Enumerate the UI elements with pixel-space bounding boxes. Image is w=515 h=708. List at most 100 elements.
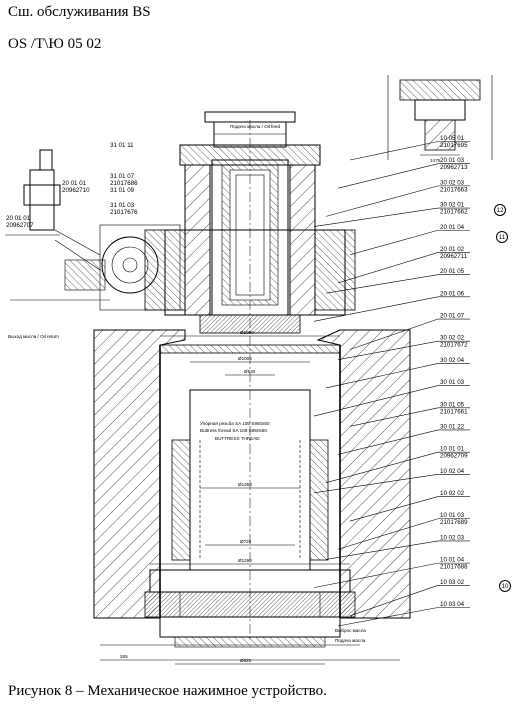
callout-leader-line [337,518,439,550]
callout-code-right: 20 01 06 [440,290,465,297]
callout-code-right: 20 01 07 [440,313,465,320]
balloon-group: 10 11 12 [494,204,511,592]
balloon-number: 11 [499,234,506,241]
callout-leader-line [349,141,439,161]
press-screw [211,120,289,640]
dim-diameter-1: Ø1050 [240,330,254,335]
balloon-circle [496,231,508,243]
figure-caption: Рисунок 8 – Механическое нажимное устрой… [8,683,327,699]
callout-part-number-right: 20962711 [440,253,468,260]
callout-part-number-right: 21017662 [440,209,468,216]
oil-feed-bottom-label: Подача масла [335,638,366,643]
balloon-number: 10 [502,583,509,590]
dim-diameter-6: Ø720 [240,539,252,544]
callout-leader-line [337,340,439,361]
callout-code-right: 10 02 02 [440,490,465,497]
callout-code-right: 30 02 01 [440,202,465,209]
callout-leader-line [325,540,439,560]
callout-code-left: 20 01 01 [62,180,87,187]
callout-leader-line [337,163,439,189]
thread-label-en-caps: BUTTRESS THREAD [215,436,260,441]
callout-code-right: 10 05 01 [440,135,465,142]
callout-code-right: 10 01 04 [440,557,465,564]
callout-part-number-right: 21017695 [440,142,468,149]
callout-leader-line [313,385,439,417]
callout-code-right: 30 01 22 [440,423,465,430]
dim-diameter-7: Ø620 [240,658,252,663]
balloon-circle [494,204,506,216]
callout-leader-line [325,451,439,483]
detail-view-top-right [387,75,493,160]
callout-leader-line [313,474,439,494]
dim-diameter-2: Ø1000 [238,356,252,361]
callout-part-number-right: 21017688 [440,564,468,571]
callout-code-right: 10 01 03 [440,512,465,519]
callout-code-right: 20 01 05 [440,268,465,275]
callout-part-number-left: 21017686 [110,180,138,187]
callout-code-right: 30 02 02 [440,335,465,342]
callout-leader-line [337,429,439,455]
worm-drive-left [5,149,181,311]
callout-part-number-left: 21017676 [110,209,138,216]
callout-part-number-right: 20962713 [440,164,468,171]
dim-length-2: 1475 [430,158,441,163]
callout-code-left: 31 01 07 [110,173,135,180]
callout-code-right: 30 02 03 [440,179,465,186]
callout-leader-line [349,585,439,617]
nut-sleeve [171,389,329,571]
right-leader-lines [313,141,470,627]
doc-header-title: Сш. обслуживания BS [8,4,151,20]
thread-label-ru: Упорная резьба SA 105-S950x60 [200,421,270,426]
upper-gear-housing [144,111,356,334]
dim-diameter-5: Ø1290 [238,558,252,563]
callout-leader-line [349,229,439,256]
balloon-number: 12 [497,207,504,214]
callout-code-right: 20 01 04 [440,224,465,231]
oil-drain-bottom-label: Выброс масла [335,628,366,633]
oil-feed-top-label: Подача масла / Oil feed [230,124,280,129]
callout-leader-line [349,496,439,522]
callout-code-right: 10 01 01 [440,446,465,453]
callout-code-left: 31 01 11 [110,142,134,149]
callout-code-right: 20 01 03 [440,157,465,164]
housing-body [93,329,411,619]
callout-leader-line [337,252,439,284]
callout-part-number-left: 20962707 [6,222,34,229]
callout-leader-line [313,562,439,588]
balloon-circle [499,580,511,592]
callout-part-number-left: 20962710 [62,187,90,194]
callout-leader-line [313,296,439,322]
callout-code-right: 10 02 04 [440,468,465,475]
callout-leader-line [325,274,439,294]
dim-diameter-3: Ø530 [244,369,256,374]
thread-label-en: Buttress thread SA 105-S950x60 [200,428,267,433]
dimension-lines: Ø1050 Ø1000 Ø530 Ø1350 Ø1290 Ø720 Ø620 2… [120,158,441,665]
callout-part-number-right: 21017661 [440,408,468,415]
oil-return-left-label: Выход масла / Oil return [8,334,59,339]
callout-code-right: 20 01 02 [440,246,465,253]
bottom-bearing [100,569,400,661]
dim-diameter-4: Ø1350 [238,482,252,487]
callout-code-left: 31 01 09 [110,187,135,194]
callout-part-number-right: 21017689 [440,519,468,526]
callout-code-right: 10 03 04 [440,601,465,608]
callout-code-right: 30 01 05 [440,401,465,408]
callout-code-left: 20 01 01 [6,215,31,222]
callout-part-number-right: 21017663 [440,186,468,193]
callout-leader-line [325,363,439,389]
callout-code-left: 31 01 03 [110,202,135,209]
callout-leader-line [349,407,439,427]
callout-leader-line [325,185,439,217]
dim-length-1: 265 [120,654,128,659]
callout-code-right: 10 03 02 [440,579,465,586]
inner-labels: Упорная резьба SA 105-S950x60 Buttress t… [8,124,366,643]
callout-part-number-right: 20962709 [440,453,468,460]
callout-leader-line [313,207,439,227]
callout-code-right: 30 01 03 [440,379,465,386]
callout-code-right: 30 02 04 [440,357,465,364]
callout-leader-line [349,318,439,350]
callout-code-right: 10 02 03 [440,534,465,541]
